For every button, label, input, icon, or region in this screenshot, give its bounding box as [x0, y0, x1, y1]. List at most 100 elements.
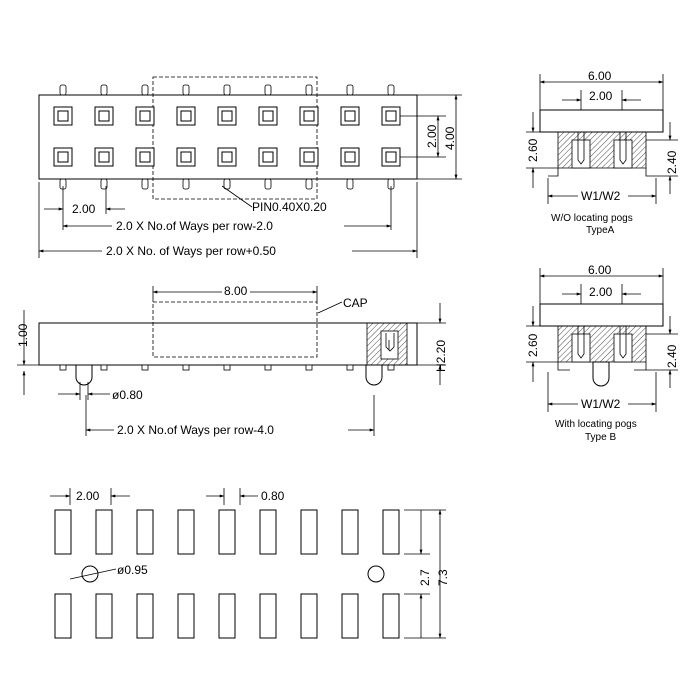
type-a-section: 6.00 2.00 2.60 2.40 W1/W2 W/O locating p… — [526, 69, 679, 236]
pad-bottom-row — [382, 593, 400, 639]
pin-tip-top — [264, 84, 272, 96]
body-height-dim: H2.20 — [434, 340, 448, 372]
pad-top-row — [259, 509, 277, 555]
side-body — [38, 322, 418, 366]
pad-bottom-row — [177, 593, 195, 639]
bottom-pin-tails — [59, 178, 395, 190]
side-lead — [223, 364, 231, 371]
pad-bottom-row — [54, 593, 72, 639]
pin-tail-bottom — [346, 178, 354, 190]
pin-tip-top — [100, 84, 108, 96]
pad-bottom-row — [259, 593, 277, 639]
contact-hole-inner — [344, 151, 356, 163]
locating-hole-left — [81, 565, 99, 583]
footprint-height-dim: 7.3 — [436, 569, 450, 586]
pad-top-row — [218, 509, 236, 555]
cap-width-dim: 8.00 — [224, 284, 248, 298]
pin-size-dim: PIN0.40X0.20 — [252, 200, 327, 214]
pin-tip-top — [223, 84, 231, 96]
contact-hole-inner — [344, 110, 356, 122]
contact-hole-inner — [98, 151, 110, 163]
side-lead — [305, 364, 313, 371]
inner-length-dim: 2.0 X No.of Ways per row-2.0 — [116, 219, 273, 233]
contact-hole-inner — [139, 151, 151, 163]
section-detail — [366, 322, 408, 366]
cap-label: CAP — [343, 296, 368, 310]
footprint-pads — [54, 509, 400, 639]
pad-bottom-row — [300, 593, 318, 639]
contact-hole-inner — [180, 110, 192, 122]
side-lead — [346, 364, 354, 371]
type-b-housing — [557, 325, 647, 363]
pad-bottom-row — [95, 593, 113, 639]
pad-bottom-row — [341, 593, 359, 639]
contact-hole-inner — [385, 110, 397, 122]
side-view: 8.00 CAP 1.00 H2.20 ø0.80 2.0 X No.of Wa… — [16, 283, 448, 437]
pin-tail-bottom — [182, 178, 190, 190]
pin-tip-top — [182, 84, 190, 96]
top-view: 2.00 PIN0.40X0.20 2.0 X No.of Ways per r… — [38, 76, 462, 258]
side-lead — [100, 364, 108, 371]
side-lead — [141, 364, 149, 371]
side-lead — [59, 364, 67, 371]
contact-hole-inner — [57, 110, 69, 122]
contact-hole-inner — [221, 151, 233, 163]
pin-tip-top — [59, 84, 67, 96]
contact-hole-inner — [221, 110, 233, 122]
row-pitch-dim: 2.00 — [425, 124, 439, 148]
side-cap-outline — [152, 301, 318, 358]
hole-diameter-dim: ø0.95 — [117, 563, 148, 577]
pad-top-row — [177, 509, 195, 555]
contact-hole-inner — [303, 110, 315, 122]
type-b-bottom-dim: W1/W2 — [581, 397, 621, 411]
side-leads — [59, 364, 395, 371]
pin-tip-top — [141, 84, 149, 96]
type-a-caption: W/O locating pogs — [551, 213, 633, 224]
pad-top-row — [382, 509, 400, 555]
top-pitch-dim: 2.00 — [72, 202, 96, 216]
pin-tail-bottom — [223, 178, 231, 190]
pad-top-row — [300, 509, 318, 555]
cap-outline — [152, 76, 318, 200]
side-lead — [264, 364, 272, 371]
type-b-left-dim: 2.60 — [526, 333, 540, 357]
locating-peg-right — [365, 364, 383, 386]
locating-peg-left — [75, 364, 93, 386]
contact-hole-inner — [180, 151, 192, 163]
type-b-right-dim: 2.40 — [665, 344, 679, 368]
pad-top-row — [136, 509, 154, 555]
pin-tail-bottom — [305, 178, 313, 190]
contact-hole-inner — [57, 151, 69, 163]
pin-tip-top — [387, 84, 395, 96]
contact-hole-inner — [303, 151, 315, 163]
contact-hole-inner — [262, 151, 274, 163]
locating-hole-right — [367, 565, 385, 583]
type-b-cap — [539, 303, 664, 327]
type-b-caption: With locating pogs — [555, 419, 637, 430]
contact-hole-inner — [139, 110, 151, 122]
pad-bottom-row — [218, 593, 236, 639]
type-b-pitch-dim: 2.00 — [589, 285, 613, 299]
top-pin-tips — [59, 84, 395, 96]
type-a-bottom-dim: W1/W2 — [581, 189, 621, 203]
pin-tail-bottom — [141, 178, 149, 190]
type-a-width-dim: 6.00 — [588, 69, 612, 83]
contact-hole-inner — [385, 151, 397, 163]
type-a-cap — [539, 109, 664, 133]
type-b-type: Type B — [585, 432, 616, 443]
type-a-type: TypeA — [586, 225, 615, 236]
side-lead — [182, 364, 190, 371]
outer-length-dim: 2.0 X No. of Ways per row+0.50 — [106, 244, 276, 258]
type-b-width-dim: 6.00 — [588, 263, 612, 277]
peg-diameter-dim: ø0.80 — [112, 388, 143, 402]
pad-bottom-row — [136, 593, 154, 639]
contact-holes — [53, 106, 401, 167]
pin-tip-top — [305, 84, 313, 96]
pcb-footprint: 2.00 0.80 ø0.95 2.7 7.3 — [50, 488, 450, 639]
pad-pitch-dim: 2.00 — [76, 489, 100, 503]
height-dim: 4.00 — [443, 126, 457, 150]
pin-tail-bottom — [264, 178, 272, 190]
contact-hole-inner — [262, 110, 274, 122]
